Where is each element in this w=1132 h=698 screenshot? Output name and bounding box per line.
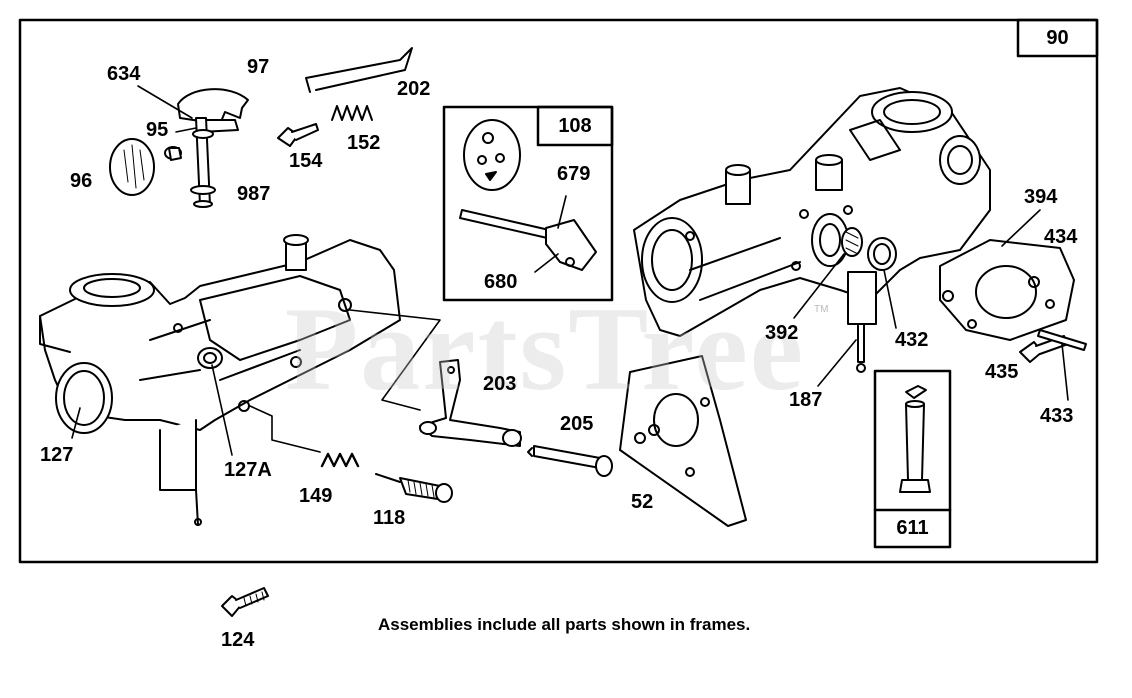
spring-152 (331, 105, 373, 121)
part-label-152: 152 (347, 132, 381, 154)
pump-cover-394 (939, 239, 1075, 341)
part-label-680: 680 (484, 271, 518, 293)
part-label-203: 203 (483, 373, 517, 395)
watermark-tm: TM (814, 304, 829, 315)
part-label-394: 394 (1024, 186, 1058, 208)
part-label-205: 205 (560, 413, 594, 435)
pin-205 (527, 445, 613, 477)
frame-108-label-box (536, 105, 614, 147)
choke-disc-96 (109, 138, 155, 196)
screw-154 (277, 123, 319, 147)
part-label-432: 432 (895, 329, 929, 351)
part-label-127: 127 (40, 444, 74, 466)
part-label-97: 97 (247, 56, 270, 78)
part-label-202: 202 (397, 78, 431, 100)
part-label-96: 96 (70, 170, 93, 192)
part-label-118: 118 (373, 507, 406, 529)
throttle-plate (463, 119, 521, 191)
part-label-187: 187 (789, 389, 823, 411)
ring-432 (867, 237, 897, 271)
part-label-127a: 127A (224, 459, 272, 481)
spring-149 (320, 452, 360, 468)
frame-90-box (1016, 18, 1099, 58)
part-label-433: 433 (1040, 405, 1074, 427)
choke-plate-97 (177, 88, 249, 133)
throttle-shaft (459, 209, 597, 271)
frame-label-611: 611 (896, 517, 929, 539)
part-label-434: 434 (1044, 226, 1078, 248)
part-label-679: 679 (557, 163, 591, 185)
frame-611-box (873, 369, 952, 549)
assemblies-footnote: Assemblies include all parts shown in fr… (378, 615, 751, 634)
carburetor-body-127 (39, 234, 401, 526)
part-label-392: 392 (765, 322, 799, 344)
main-frame (18, 18, 1099, 564)
gasket-52 (619, 355, 747, 527)
needle-screw-118 (375, 473, 453, 503)
frame-label-90: 90 (1046, 26, 1069, 49)
part-label-124: 124 (221, 629, 255, 651)
governor-link-202 (305, 47, 413, 93)
screw-124 (221, 587, 269, 617)
carburetor-body-right (633, 87, 991, 337)
choke-shaft-987 (190, 117, 216, 208)
part-label-52: 52 (631, 491, 654, 513)
tube-187 (847, 271, 877, 373)
part-label-987: 987 (237, 183, 271, 205)
throttle-lever-203 (419, 359, 522, 447)
watermark: PartsTree (285, 282, 805, 415)
ring-392 (841, 227, 863, 257)
frame-108-box (442, 105, 614, 302)
frame-label-108: 108 (558, 114, 592, 137)
nozzle-611 (899, 385, 931, 493)
screw-95 (164, 146, 182, 161)
part-label-149: 149 (299, 485, 333, 507)
pin-433 (1037, 329, 1087, 351)
part-label-634: 634 (107, 63, 141, 85)
part-label-435: 435 (985, 361, 1019, 383)
part-label-154: 154 (289, 150, 323, 172)
part-label-95: 95 (146, 119, 169, 141)
